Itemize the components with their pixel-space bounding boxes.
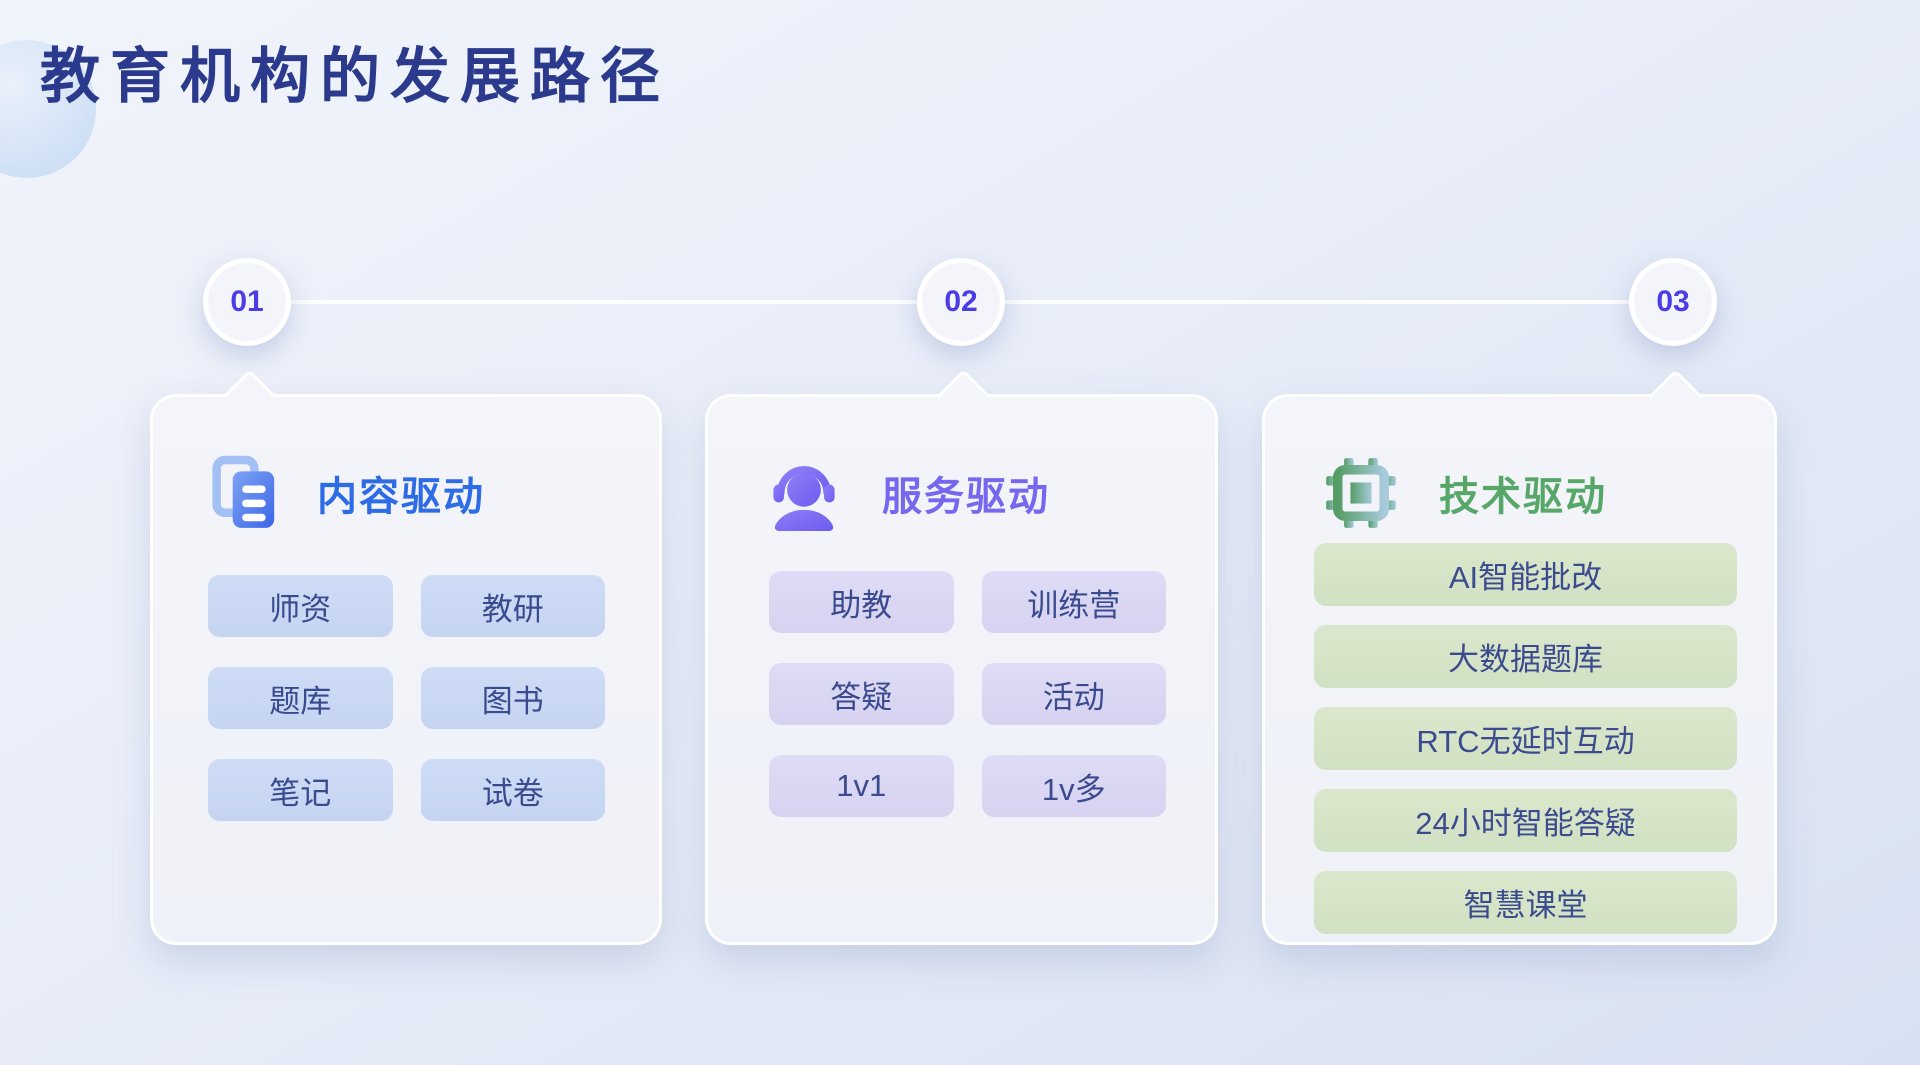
- chip: 笔记: [208, 759, 393, 821]
- chip: 答疑: [769, 663, 954, 725]
- card-header: 服务驱动: [766, 451, 1215, 535]
- chip: 训练营: [981, 571, 1166, 633]
- documents-icon: [211, 455, 277, 531]
- feature-list: AI智能批改 大数据题库 RTC无延时互动 24小时智能答疑 智慧课堂: [1314, 543, 1737, 934]
- card-title: 内容驱动: [317, 475, 485, 519]
- chip: 助教: [769, 571, 954, 633]
- card-title: 服务驱动: [882, 475, 1050, 519]
- chip: 活动: [981, 663, 1166, 725]
- feature-row: 智慧课堂: [1314, 871, 1737, 934]
- chip: 题库: [208, 667, 393, 729]
- chip-grid: 助教 训练营 答疑 活动 1v1 1v多: [769, 571, 1166, 817]
- headset-agent-icon: [766, 455, 842, 531]
- step-number: 03: [1656, 285, 1690, 318]
- timeline-step-01: 01: [168, 223, 326, 381]
- chip: 图书: [420, 667, 605, 729]
- card-pointer-notch: [223, 369, 276, 422]
- feature-row: 大数据题库: [1314, 625, 1737, 688]
- chip-grid: 师资 教研 题库 图书 笔记 试卷: [208, 575, 605, 821]
- chip: 1v1: [769, 755, 954, 817]
- cpu-chip-icon: [1323, 455, 1399, 531]
- chip: 试卷: [420, 759, 605, 821]
- page-title: 教育机构的发展路径: [40, 43, 670, 110]
- feature-row: RTC无延时互动: [1314, 707, 1737, 770]
- chip: 1v多: [981, 755, 1166, 817]
- feature-row: 24小时智能答疑: [1314, 789, 1737, 852]
- timeline-step-02: 02: [882, 223, 1040, 381]
- card-service-driven: 服务驱动 助教 训练营 答疑 活动 1v1 1v多: [705, 369, 1218, 945]
- card-pointer-notch: [1649, 369, 1702, 422]
- card-technology-driven: 技术驱动 AI智能批改 大数据题库 RTC无延时互动 24小时智能答疑 智慧课堂: [1262, 369, 1777, 945]
- card-pointer-notch: [937, 369, 990, 422]
- chip: 教研: [420, 575, 605, 637]
- feature-row: AI智能批改: [1314, 543, 1737, 606]
- card-content-driven: 内容驱动 师资 教研 题库 图书 笔记 试卷: [150, 369, 662, 945]
- step-number: 02: [944, 285, 978, 318]
- step-number: 01: [230, 285, 264, 318]
- card-title: 技术驱动: [1439, 475, 1607, 519]
- chip: 师资: [208, 575, 393, 637]
- card-header: 技术驱动: [1323, 451, 1774, 535]
- card-header: 内容驱动: [211, 451, 659, 535]
- timeline-step-03: 03: [1594, 223, 1752, 381]
